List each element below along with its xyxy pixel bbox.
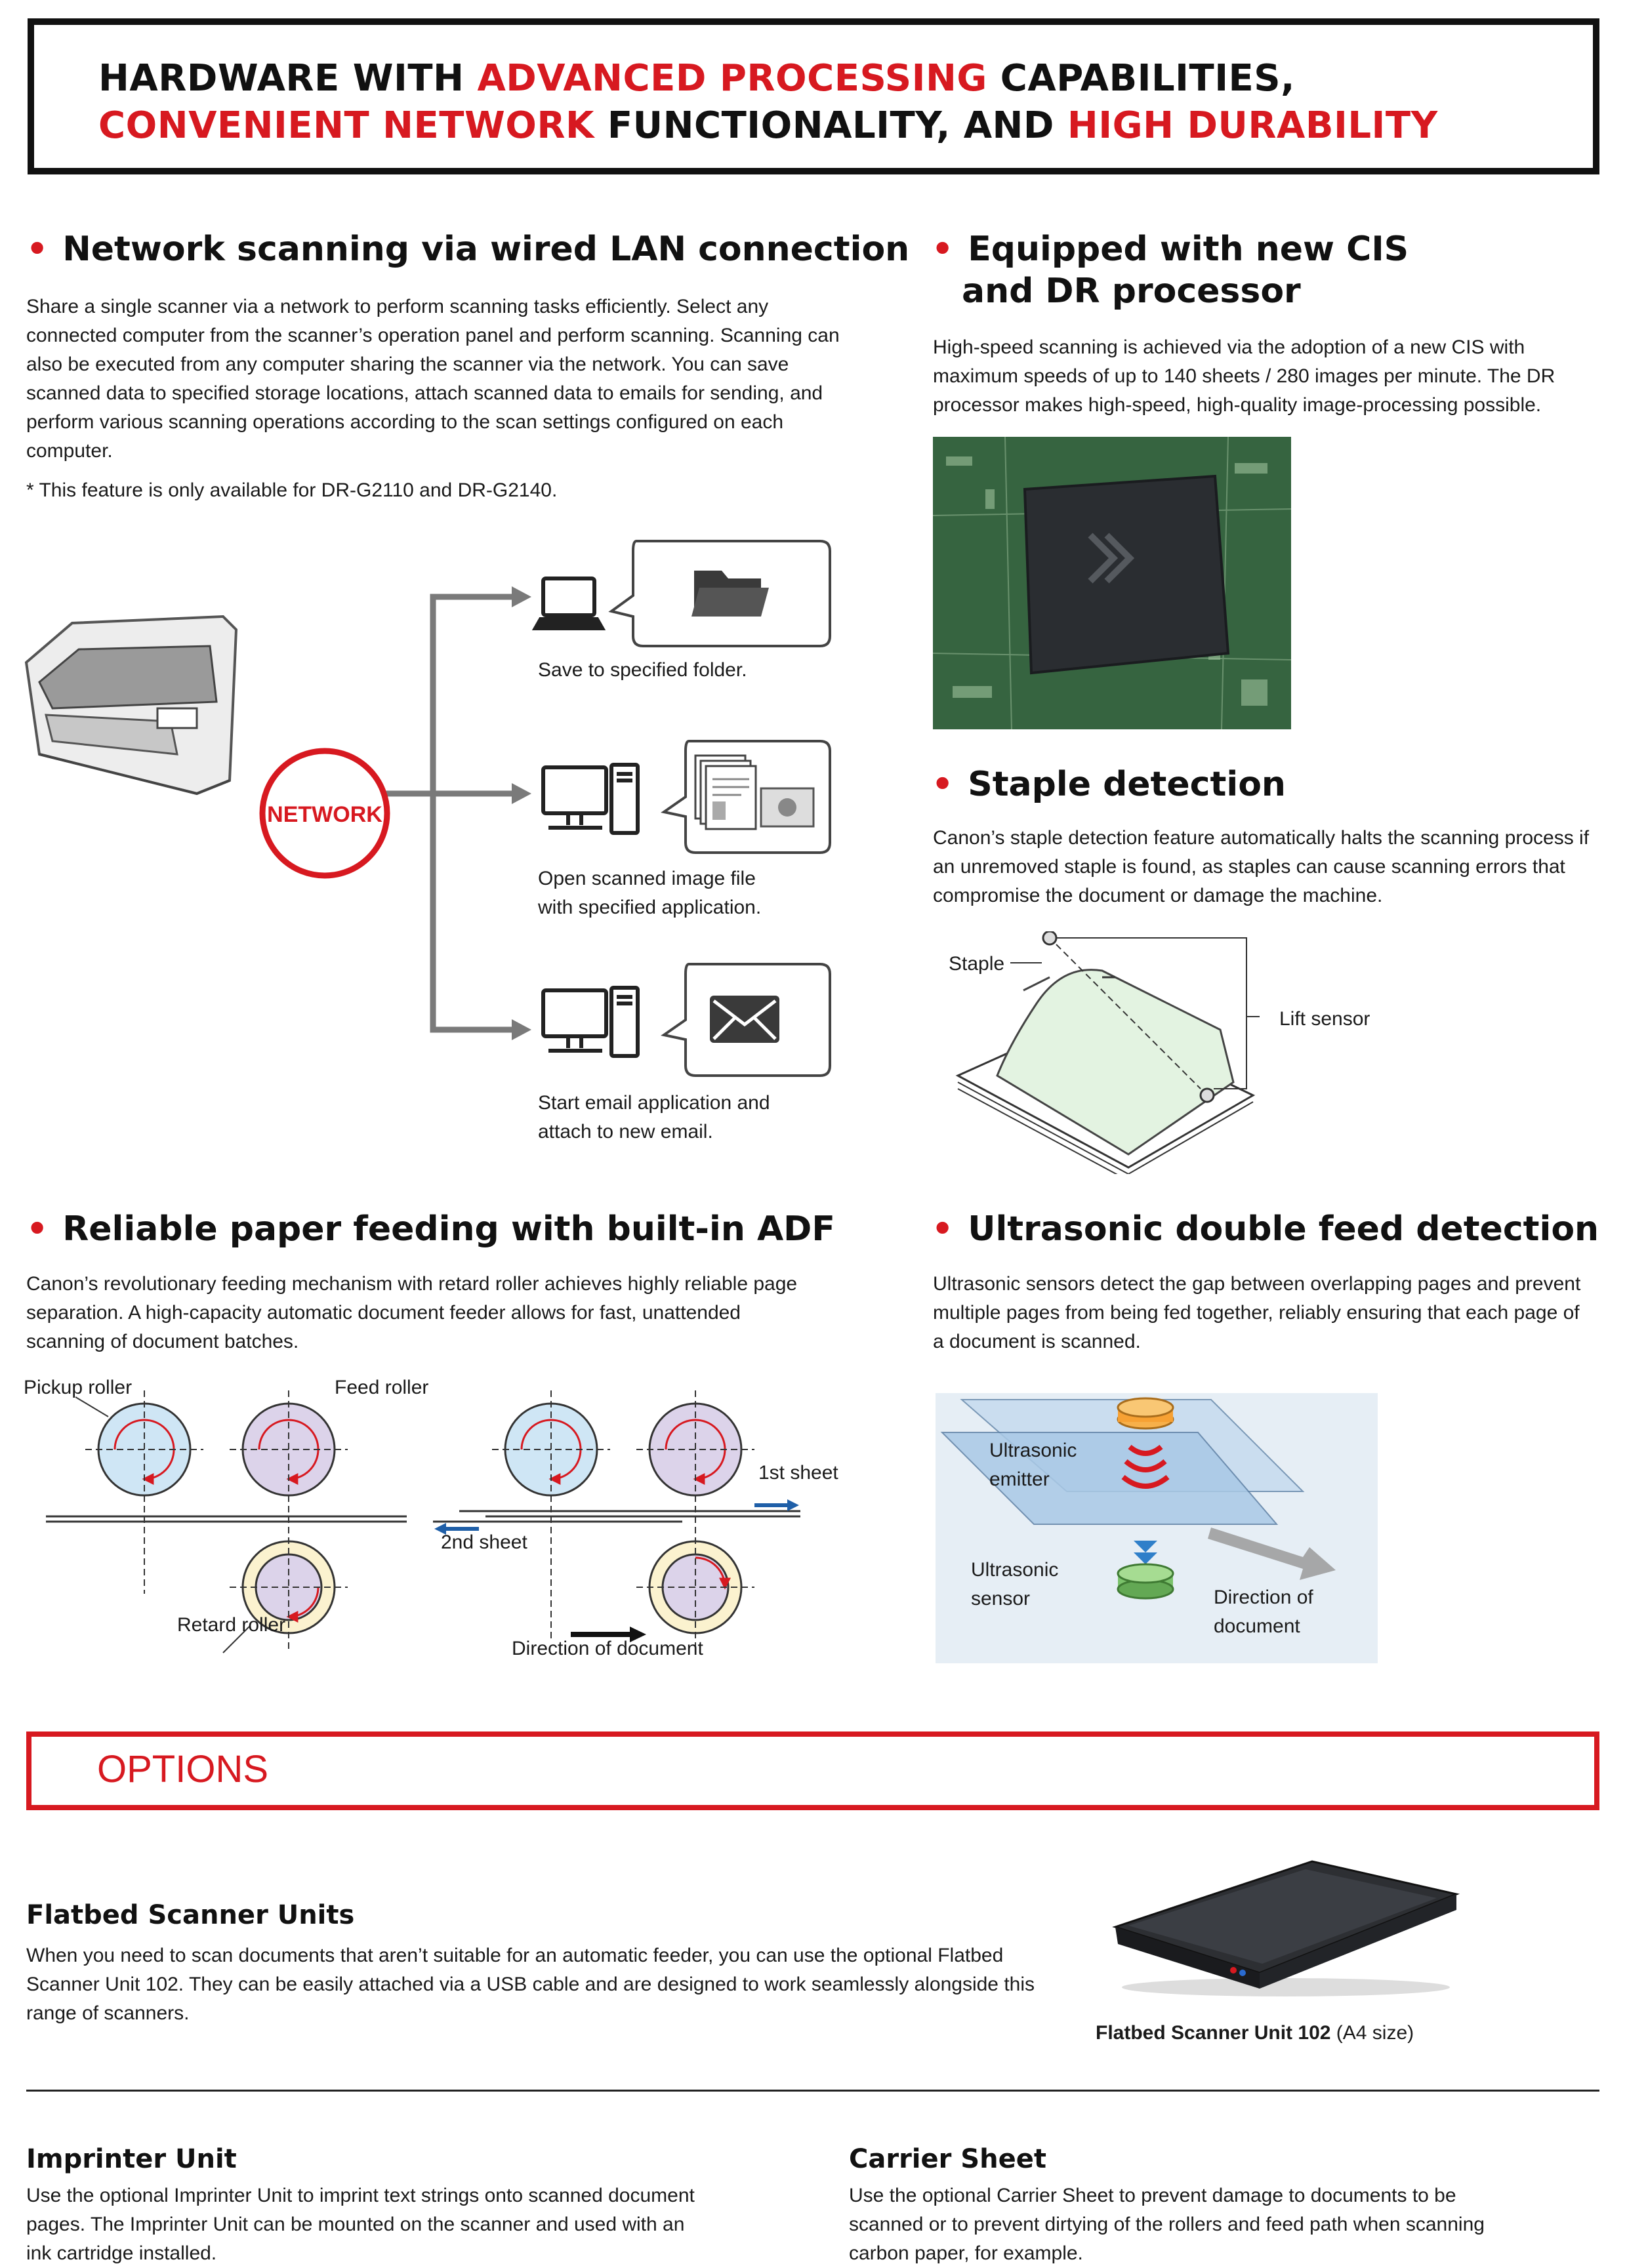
adf-heading: •Reliable paper feeding with built-in AD… — [26, 1209, 835, 1249]
flatbed-body: When you need to scan documents that are… — [26, 1945, 1035, 2024]
carrier-heading: Carrier Sheet — [849, 2144, 1046, 2174]
label-feed-roller: Feed roller — [335, 1377, 429, 1398]
ultrasonic-body: Ultrasonic sensors detect the gap betwee… — [933, 1273, 1581, 1352]
network-heading: •Network scanning via wired LAN connecti… — [26, 230, 910, 269]
imprinter-body: Use the optional Imprinter Unit to impri… — [26, 2185, 695, 2264]
label-retard-roller: Retard roller — [177, 1614, 286, 1636]
options-banner — [26, 1731, 1599, 1810]
network-note: * This feature is only available for DR-… — [26, 479, 558, 501]
divider — [26, 2090, 1599, 2092]
envelope-icon — [710, 996, 779, 1043]
page-headline: HARDWARE WITH ADVANCED PROCESSING CAPABI… — [98, 57, 1438, 147]
network-body: Share a single scanner via a network to … — [26, 296, 840, 462]
adf-diagram — [46, 1390, 800, 1653]
staple-diagram — [955, 931, 1260, 1174]
documents-icon — [694, 754, 815, 830]
scanner-illustration — [24, 615, 238, 796]
rollers-after — [433, 1390, 800, 1653]
label-second-sheet: 2nd sheet — [441, 1531, 527, 1553]
svg-text:NETWORK: NETWORK — [267, 802, 382, 827]
network-diagram: NETWORK — [24, 540, 831, 1077]
adf-body: Canon’s revolutionary feeding mechanism … — [26, 1273, 798, 1352]
label-pickup-roller: Pickup roller — [24, 1377, 133, 1398]
headline-frame — [28, 18, 1599, 174]
label-direction: Direction of document — [512, 1638, 703, 1659]
options-title: OPTIONS — [97, 1748, 269, 1791]
imprinter-heading: Imprinter Unit — [26, 2144, 237, 2174]
ultrasonic-diagram — [936, 1393, 1378, 1663]
desktop-computer-icon — [541, 986, 640, 1058]
rollers-before — [46, 1390, 407, 1653]
label-lift-sensor: Lift sensor — [1279, 1008, 1370, 1030]
cis-body: High-speed scanning is achieved via the … — [933, 336, 1555, 416]
network-hub — [259, 748, 390, 879]
label-staple: Staple — [949, 953, 1005, 975]
folder-icon — [691, 571, 769, 617]
staple-body: Canon’s staple detection feature automat… — [933, 827, 1590, 906]
processor-photo — [933, 437, 1291, 729]
flatbed-caption: Flatbed Scanner Unit 102 (A4 size) — [1096, 2022, 1414, 2044]
flatbed-heading: Flatbed Scanner Units — [26, 1900, 355, 1930]
ultrasonic-heading: •Ultrasonic double feed detection — [932, 1209, 1599, 1249]
desktop-computer-icon — [541, 763, 640, 835]
laptop-icon — [531, 577, 606, 630]
label-first-sheet: 1st sheet — [758, 1462, 838, 1484]
carrier-body: Use the optional Carrier Sheet to preven… — [849, 2185, 1485, 2264]
flatbed-scanner-image — [1112, 1860, 1460, 1996]
caption-save-folder: Save to specified folder. — [538, 659, 747, 681]
cis-heading: •Equipped with new CIS and DR processor — [932, 230, 1409, 311]
staple-heading: •Staple detection — [932, 765, 1286, 804]
